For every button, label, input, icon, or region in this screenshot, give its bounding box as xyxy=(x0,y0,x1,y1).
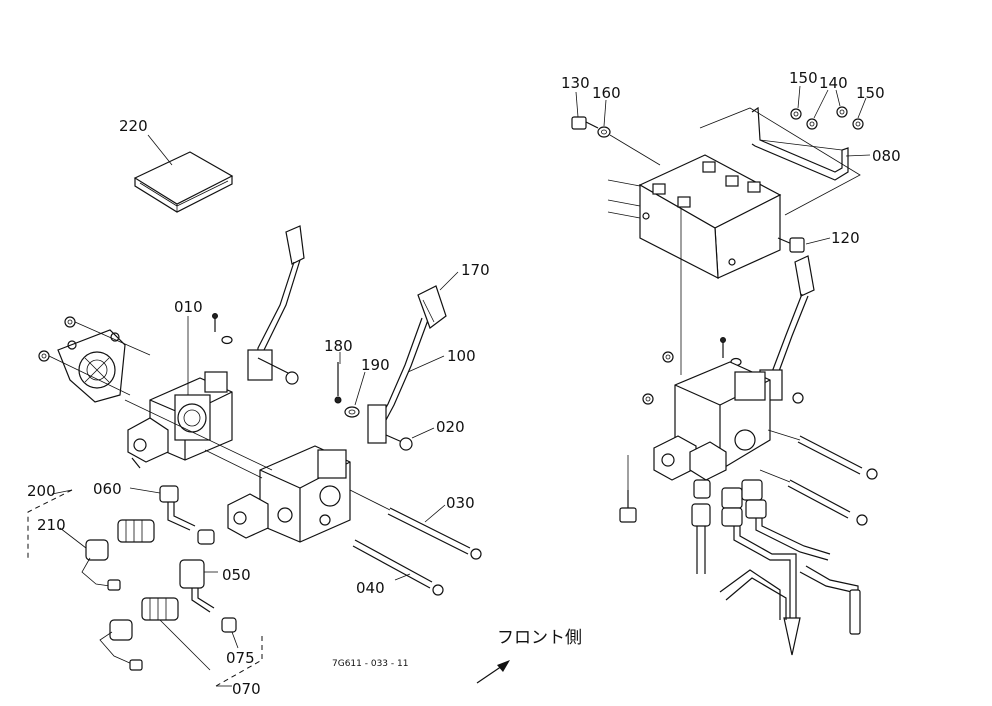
leader-080 xyxy=(845,154,871,157)
label-160: 160 xyxy=(592,84,621,102)
leader-150b xyxy=(857,97,867,119)
leader-190 xyxy=(354,371,366,406)
part-valve-section-2 xyxy=(227,445,351,543)
label-200: 200 xyxy=(27,482,56,500)
part-040-tie-rod xyxy=(352,539,444,596)
part-180-pin xyxy=(334,362,342,404)
front-arrow xyxy=(476,660,510,684)
fitting-right-2 xyxy=(721,479,767,527)
part-150-nut-left xyxy=(790,108,802,120)
leader-040 xyxy=(394,573,411,581)
front-side-label: フロント側 xyxy=(497,628,582,648)
label-020: 020 xyxy=(436,418,465,436)
label-170: 170 xyxy=(461,261,490,279)
part-080-u-bracket xyxy=(751,106,849,181)
nut-flange-2 xyxy=(38,350,50,362)
part-130-bolt xyxy=(571,116,599,130)
label-140: 140 xyxy=(819,74,848,92)
label-100: 100 xyxy=(447,347,476,365)
part-quick-coupler-1 xyxy=(117,519,155,543)
bracket-200 xyxy=(27,489,73,560)
leader-140b xyxy=(835,89,841,107)
leader-030 xyxy=(424,504,446,523)
tie-rod-right-2 xyxy=(787,479,868,526)
label-070: 070 xyxy=(232,680,261,698)
part-050-fitting xyxy=(179,529,215,613)
part-075-fitting xyxy=(221,617,237,633)
label-040: 040 xyxy=(356,579,385,597)
leader-120 xyxy=(805,237,831,245)
leader-075 xyxy=(231,631,239,649)
label-080: 080 xyxy=(872,147,901,165)
label-010: 010 xyxy=(174,298,203,316)
part-220-manual xyxy=(133,151,234,213)
washer-left xyxy=(221,335,233,345)
part-mounting-bracket xyxy=(607,154,782,280)
leader-220 xyxy=(147,134,173,166)
part-190-washer xyxy=(344,406,360,418)
pipe-right-3 xyxy=(719,569,787,620)
drawing-code: 7G611 - 033 - 11 xyxy=(332,659,408,669)
part-quick-coupler-2 xyxy=(141,597,179,621)
label-190: 190 xyxy=(361,356,390,374)
leader-140a xyxy=(813,89,829,119)
pipe-right-1 xyxy=(733,526,801,656)
part-160-washer xyxy=(597,126,611,138)
part-dust-cap-2 xyxy=(99,619,143,671)
part-150-nut-right xyxy=(852,118,864,130)
bolt-vertical-right xyxy=(619,490,637,523)
part-010-valve-body xyxy=(127,371,233,469)
pin-right xyxy=(720,337,726,358)
part-210-dust-cap-1 xyxy=(81,539,121,591)
label-150a: 150 xyxy=(789,69,818,87)
pin-left xyxy=(212,313,218,332)
part-060-fitting xyxy=(159,485,196,531)
part-100-lever xyxy=(367,317,429,444)
label-050: 050 xyxy=(222,566,251,584)
leader-160 xyxy=(603,99,607,127)
label-180: 180 xyxy=(324,337,353,355)
part-valve-assembly-right xyxy=(653,361,771,481)
nut-right-1 xyxy=(662,351,674,363)
part-120-bolt xyxy=(777,237,805,253)
label-220: 220 xyxy=(119,117,148,135)
label-060: 060 xyxy=(93,480,122,498)
label-120: 120 xyxy=(831,229,860,247)
label-150b: 150 xyxy=(856,84,885,102)
part-mounting-flange-left xyxy=(57,329,126,403)
label-030: 030 xyxy=(446,494,475,512)
leader-100 xyxy=(407,355,445,373)
part-030-tie-rod xyxy=(387,507,482,560)
nut-right-2 xyxy=(642,393,654,405)
leader-130 xyxy=(575,91,579,118)
leader-020 xyxy=(411,427,435,439)
label-210: 210 xyxy=(37,516,66,534)
part-lever-left xyxy=(247,225,305,385)
label-075: 075 xyxy=(226,649,255,667)
pipe-right-2 xyxy=(755,518,861,635)
leader-060 xyxy=(129,487,161,494)
guide-plane xyxy=(699,107,861,216)
part-170-knob xyxy=(417,285,447,329)
fitting-right-1 xyxy=(691,479,711,574)
part-020-bolt xyxy=(385,434,413,451)
leader-170 xyxy=(439,271,459,291)
label-130: 130 xyxy=(561,74,590,92)
part-140-nut-right xyxy=(836,106,848,118)
nut-flange-1 xyxy=(64,316,76,328)
leader-150a xyxy=(797,85,801,109)
part-140-nut-left xyxy=(806,118,818,130)
leader-210 xyxy=(59,527,87,549)
tie-rod-right-1 xyxy=(797,435,878,480)
